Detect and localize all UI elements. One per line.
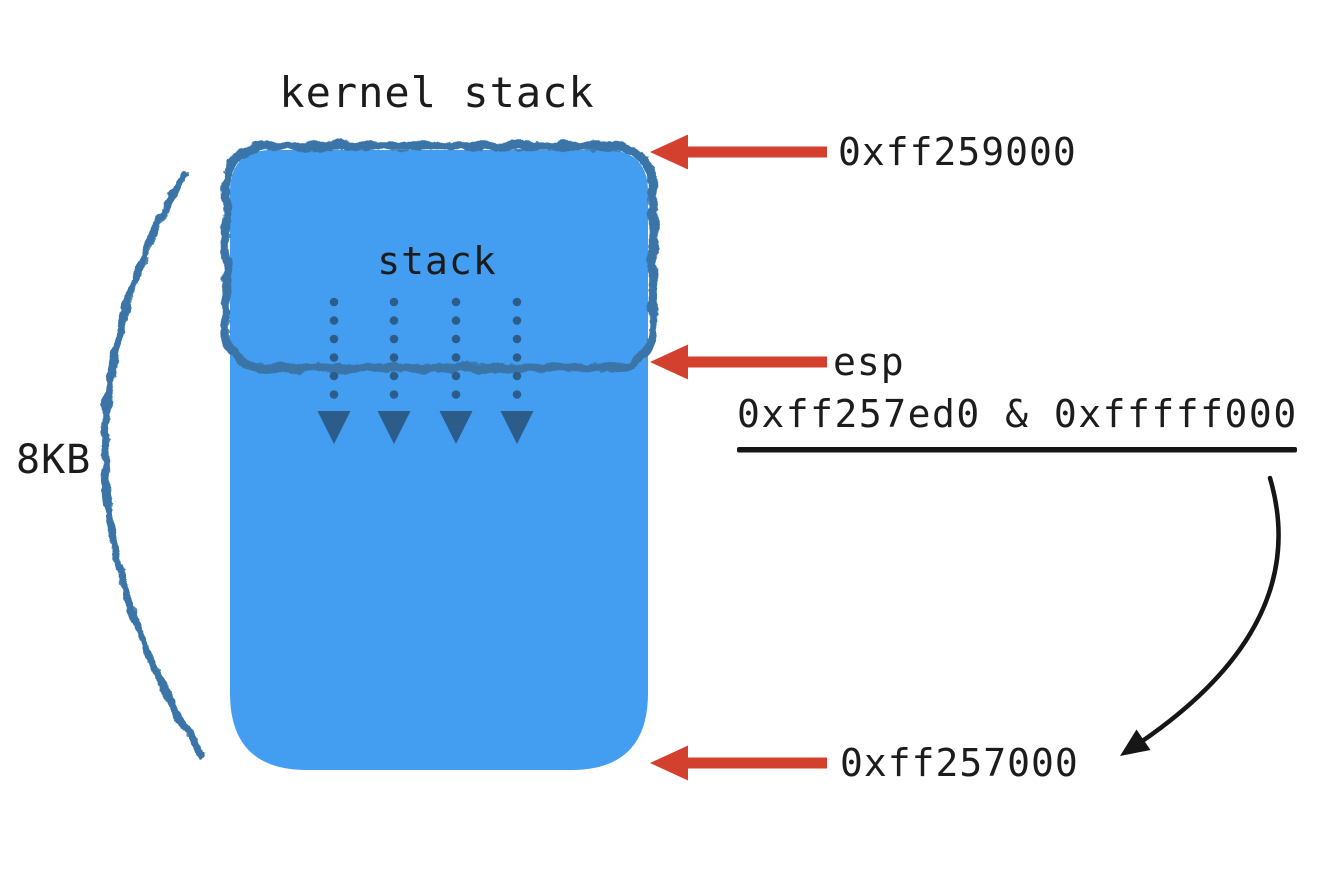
stack-region-label: stack xyxy=(377,239,497,283)
stack-growth-arrows xyxy=(317,297,534,444)
size-brace-icon xyxy=(101,170,206,760)
used-stack-region-border xyxy=(221,141,658,373)
pointer-arrow-top-icon xyxy=(650,134,827,170)
bottom-address-label: 0xff257000 xyxy=(840,741,1079,785)
growth-arrow-icon xyxy=(500,297,534,444)
growth-arrow-icon xyxy=(317,297,351,444)
diagram-title: kernel stack xyxy=(279,68,595,117)
size-label: 8KB xyxy=(16,437,92,483)
curved-arrow-icon xyxy=(1120,475,1281,756)
pointer-arrow-bottom-icon xyxy=(650,745,827,781)
top-address-label: 0xff259000 xyxy=(838,130,1077,174)
pointer-arrow-esp-icon xyxy=(650,344,827,380)
growth-arrow-icon xyxy=(439,297,473,444)
expression-underline xyxy=(737,447,1297,453)
esp-label: esp xyxy=(833,340,905,384)
esp-mask-expression: 0xff257ed0 & 0xfffff000 xyxy=(737,392,1298,436)
growth-arrow-icon xyxy=(377,297,411,444)
